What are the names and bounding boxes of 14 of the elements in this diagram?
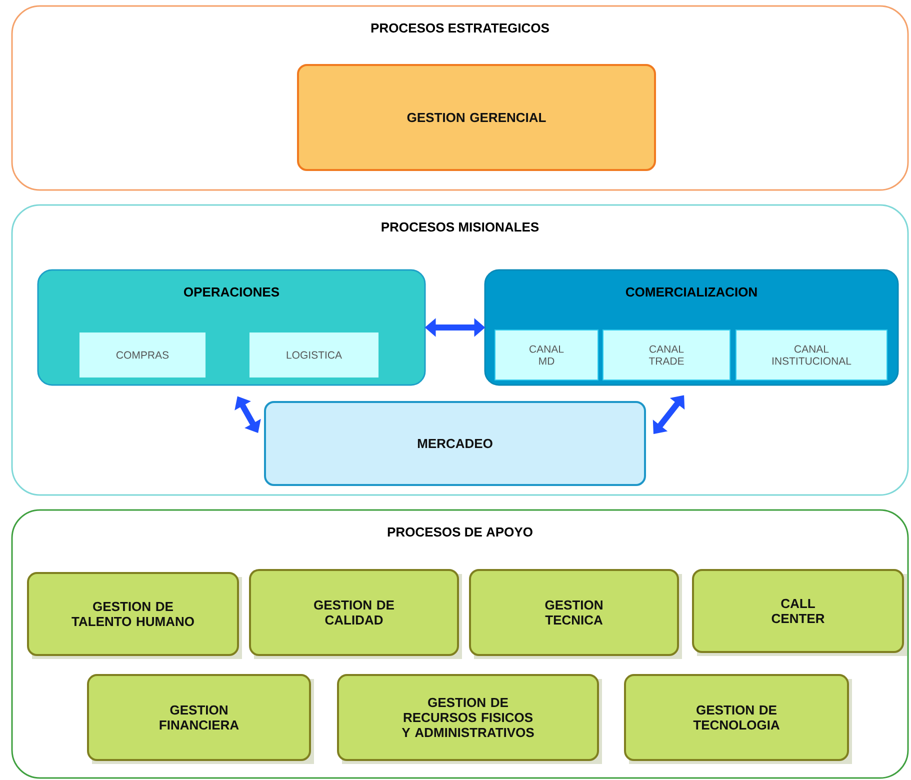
subprocess-box: CANAL TRADE	[602, 330, 730, 380]
process-box: GESTION DE TECNOLOGIA	[624, 674, 852, 764]
process-box: GESTION DE CALIDAD	[249, 569, 462, 659]
subprocess-box: CANAL INSTITUCIONAL	[736, 330, 888, 380]
process-box: CALL CENTER	[692, 569, 907, 656]
subprocess-box: LOGISTICA	[250, 332, 378, 378]
process-box: MERCADEO	[264, 401, 646, 486]
subprocess-box: COMPRAS	[80, 332, 206, 378]
process-box: GESTION DE RECURSOS FISICOS Y ADMINISTRATIVOS	[337, 674, 602, 764]
process-box: GESTION TECNICA	[469, 569, 682, 659]
process-box: GESTION GERENCIAL	[297, 64, 656, 171]
process-box: GESTION DE TALENTO HUMANO	[27, 572, 242, 659]
process-box: GESTION FINANCIERA	[87, 674, 314, 764]
subprocess-box: CANAL MD	[494, 330, 598, 380]
